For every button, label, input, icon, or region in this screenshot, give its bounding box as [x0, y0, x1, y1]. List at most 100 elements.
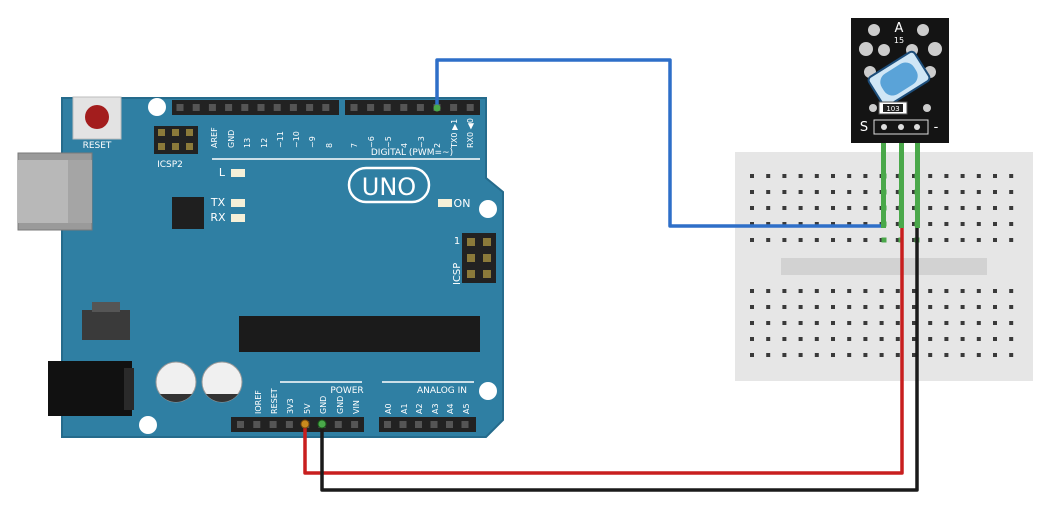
header-pin-socket [384, 421, 391, 428]
voltage-regulator [82, 310, 130, 340]
breadboard-hole [928, 174, 933, 178]
breadboard-hole [928, 321, 933, 325]
breadboard-hole [879, 337, 884, 341]
breadboard-hole [895, 337, 900, 341]
breadboard-hole [944, 321, 949, 325]
breadboard-hole [766, 321, 771, 325]
breadboard-hole [750, 206, 754, 210]
breadboard-hole [847, 289, 852, 293]
digital-pin-label: 8 [325, 143, 334, 148]
breadboard-hole [912, 174, 916, 178]
icsp2-header [154, 126, 198, 154]
breadboard-hole [831, 289, 835, 293]
breadboard-hole [895, 305, 900, 309]
breadboard-hole [798, 174, 803, 178]
power-pin-label: 3V3 [286, 398, 295, 414]
reset-button-cap[interactable] [85, 105, 109, 129]
header-pin-socket [383, 104, 391, 111]
breadboard-hole [782, 289, 787, 293]
module-hole [928, 42, 942, 56]
breadboard-hole [1009, 289, 1014, 293]
breadboard-hole [944, 222, 949, 226]
breadboard-hole [766, 305, 771, 309]
breadboard-hole [993, 289, 997, 293]
breadboard-hole [960, 321, 965, 325]
breadboard-hole [912, 190, 916, 194]
digital-pin-label: ~11 [276, 131, 285, 148]
breadboard-hole [928, 353, 933, 357]
breadboard-hole [831, 206, 835, 210]
tilt-switch-module: A 15 103 S - [851, 18, 949, 228]
ground-wire [320, 228, 919, 492]
digital-header-right [345, 100, 480, 115]
breadboard-hole [782, 353, 787, 357]
header-pin-socket [237, 421, 244, 428]
breadboard-hole [879, 305, 884, 309]
breadboard-hole [944, 174, 949, 178]
breadboard-hole [960, 238, 965, 242]
module-hole [917, 24, 929, 36]
breadboard-hole [993, 190, 997, 194]
module-hole [859, 42, 873, 56]
power-pin-label: GND [336, 396, 345, 414]
breadboard-hole [863, 289, 868, 293]
header-pin-socket [351, 421, 359, 428]
breadboard-hole [1009, 206, 1014, 210]
digital-pin-label: ~5 [384, 136, 393, 148]
breadboard-hole [912, 337, 916, 341]
breadboard-hole [960, 174, 965, 178]
breadboard-hole [928, 305, 933, 309]
digital-pin-label: ~10 [292, 131, 301, 148]
digital-pin-label: ~9 [308, 136, 317, 148]
led-on [438, 199, 452, 207]
breadboard-hole [814, 353, 819, 357]
icsp-header [462, 233, 496, 283]
breadboard-hole [831, 238, 835, 242]
breadboard-hole [863, 174, 868, 178]
breadboard-hole [766, 238, 771, 242]
breadboard-hole [798, 289, 803, 293]
breadboard-hole [993, 353, 997, 357]
digital-pin-label: AREF [210, 127, 219, 148]
uno-logo-outline [347, 166, 431, 204]
power-jack [48, 361, 132, 416]
power-pin-label: 5V [303, 403, 312, 414]
header-pin-socket [430, 421, 438, 428]
breadboard-hole [766, 289, 771, 293]
module-resistor-body [883, 104, 903, 112]
breadboard-hole [847, 222, 852, 226]
breadboard-hole [831, 174, 835, 178]
header-pin-socket [289, 104, 297, 111]
breadboard-hole [798, 337, 803, 341]
capacitor-stripe [160, 394, 192, 402]
digital-pin-label: GND [227, 130, 236, 148]
breadboard-hole [960, 337, 965, 341]
breadboard-hole [782, 190, 787, 194]
breadboard-hole [976, 337, 981, 341]
breadboard-hole [750, 190, 754, 194]
icsp2-label: ICSP2 [157, 160, 183, 170]
breadboard-hole [895, 238, 900, 242]
module-pin [898, 124, 904, 130]
breadboard-hole [993, 321, 997, 325]
breadboard-hole [750, 238, 754, 242]
module-title: A [895, 21, 904, 36]
led-rx-label: RX [210, 211, 226, 224]
header-pin-socket [285, 421, 293, 428]
power-pin-label: VIN [352, 400, 361, 414]
breadboard-hole [750, 289, 754, 293]
breadboard-hole [912, 289, 916, 293]
mounting-hole [148, 98, 166, 116]
breadboard-hole [960, 353, 965, 357]
module-pin-minus-label: - [934, 120, 939, 135]
header-pin-socket [257, 104, 265, 111]
wire-end-5v [300, 419, 310, 429]
power-header [231, 417, 364, 432]
module-lead [881, 133, 886, 228]
header-pin-socket [416, 104, 424, 111]
breadboard-hole [912, 206, 916, 210]
header-pin-socket [461, 421, 469, 428]
breadboard-hole [960, 222, 965, 226]
breadboard-hole [831, 321, 835, 325]
digital-pin-label: 12 [260, 138, 269, 148]
